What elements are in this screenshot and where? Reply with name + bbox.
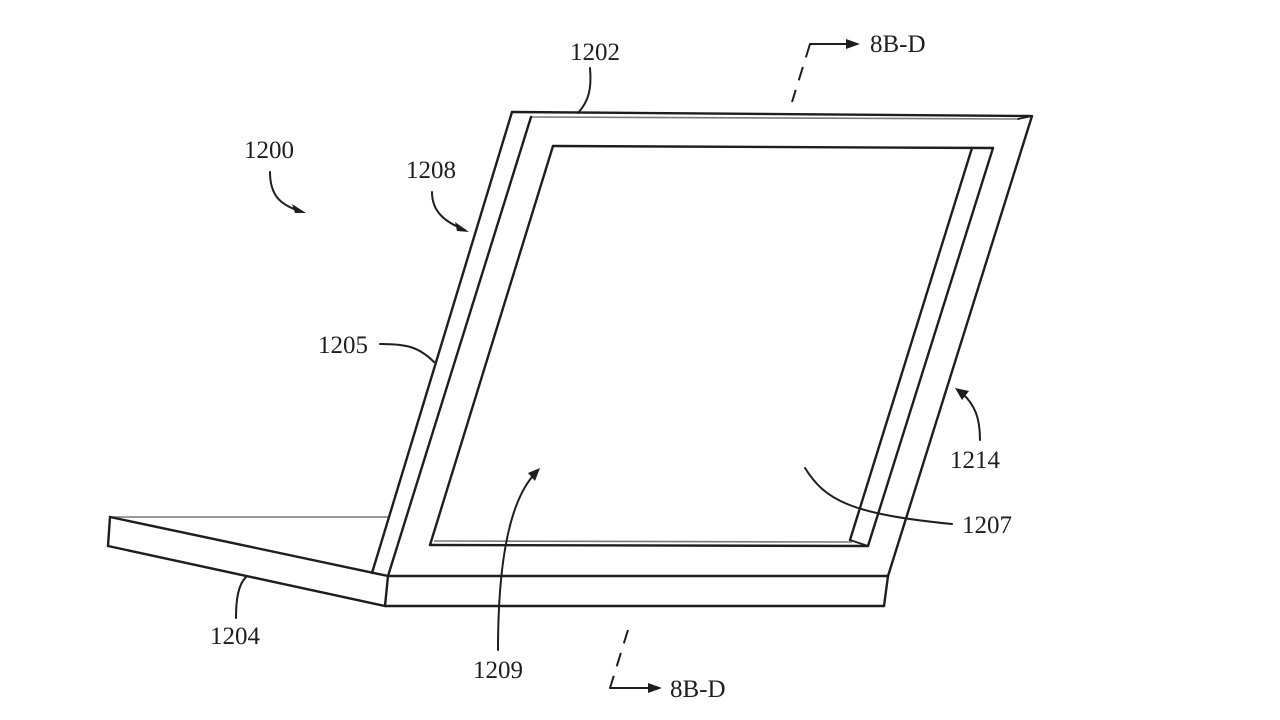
arrowhead-1208 [455, 222, 469, 232]
leader-1207 [804, 467, 953, 525]
housing-right-edge [886, 114, 1034, 578]
leader-1202 [577, 67, 592, 114]
base-left-edge [106, 515, 112, 548]
section-line-bottom [609, 629, 629, 689]
housing-corner-cap [1017, 115, 1033, 120]
section-line-top [791, 43, 811, 103]
annotations [235, 39, 981, 693]
leader-1214 [961, 392, 981, 441]
hinge-right-edge [882, 574, 890, 608]
housing-top-rim-inner [529, 116, 1019, 120]
leader-1200 [269, 171, 301, 212]
arrowhead-1209 [528, 468, 540, 481]
screen-right-edge-inner [848, 146, 974, 542]
leader-1209 [497, 476, 533, 651]
housing-top-rim [510, 110, 1032, 118]
leader-1208 [431, 191, 466, 231]
leader-1204 [235, 576, 247, 619]
base-hinge-edge [383, 574, 390, 608]
base-top-front-edge [108, 515, 390, 578]
label-1208: 1208 [406, 157, 456, 184]
label-1200: 1200 [244, 137, 294, 164]
section-arrowhead-top [846, 39, 860, 49]
housing-front-left-edge [386, 115, 533, 578]
label-1214: 1214 [950, 447, 1001, 474]
section-arrowhead-bottom [648, 683, 662, 693]
display-bezel [428, 144, 995, 548]
screen-corner-step [849, 539, 869, 547]
screen-left-edge [428, 144, 555, 547]
label-1205: 1205 [318, 332, 368, 359]
label-1202: 1202 [570, 39, 620, 66]
laptop-base [106, 515, 890, 608]
reference-labels: 1200 1202 1208 1205 1204 1209 1207 1214 … [210, 31, 1012, 703]
arrowhead-1200 [292, 204, 306, 213]
label-1204: 1204 [210, 623, 261, 650]
housing-back-left-edge [370, 110, 514, 575]
label-1207: 1207 [962, 512, 1012, 539]
label-section-top: 8B-D [870, 31, 926, 58]
label-1209: 1209 [473, 657, 523, 684]
screen-bottom-edge-inner [433, 540, 853, 543]
screen-bottom-edge [428, 543, 870, 548]
display-housing [370, 110, 1034, 578]
label-section-bottom: 8B-D [670, 676, 726, 703]
leader-1205 [379, 343, 435, 363]
screen-right-edge-outer [866, 146, 995, 548]
base-bottom-edge [106, 544, 387, 608]
screen-top-edge [551, 144, 995, 150]
arrowhead-1214 [955, 388, 969, 400]
